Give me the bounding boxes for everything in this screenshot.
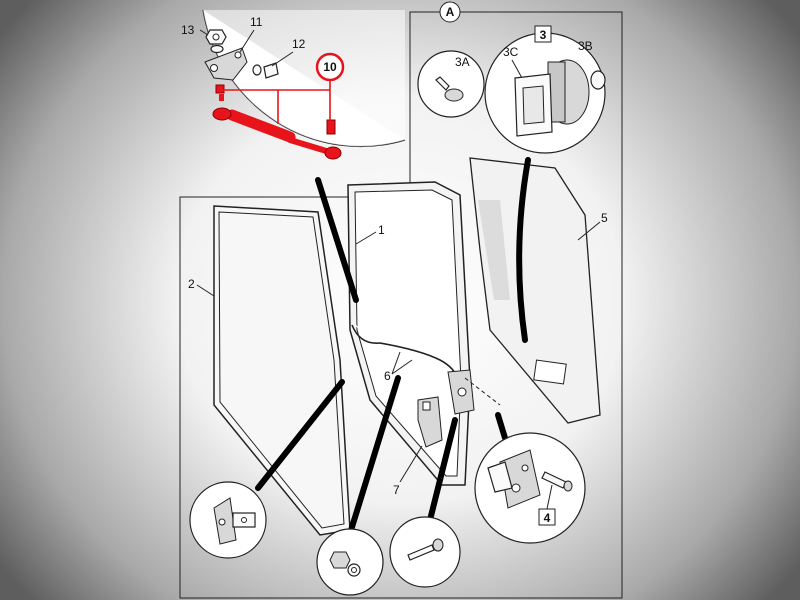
callout-3C: 3C	[503, 45, 519, 59]
callout-10: 10	[323, 60, 337, 74]
bolt-12	[263, 62, 279, 79]
glass-panel-2-inner	[218, 211, 345, 529]
leader-2	[196, 284, 215, 297]
callout-5: 5	[601, 211, 608, 225]
alignment-dashed	[464, 377, 501, 406]
callout-10-circle	[315, 52, 345, 82]
callout-2: 2	[188, 277, 195, 291]
door-cable	[351, 324, 459, 381]
washer-12	[252, 64, 262, 76]
leader-3C	[511, 59, 523, 79]
callout-A-circle	[439, 1, 461, 23]
leader-5	[577, 221, 601, 241]
door-frame-1-inner	[354, 189, 462, 477]
leader-7	[399, 445, 423, 483]
heavy-leader-bolt	[427, 417, 458, 523]
leader-6b	[391, 351, 401, 375]
callout-3: 3	[540, 28, 547, 42]
callout-7: 7	[393, 483, 400, 497]
washer-13	[210, 44, 224, 54]
key-3A	[435, 76, 464, 102]
leader-12	[271, 51, 294, 67]
door-lock-mechanism	[447, 369, 475, 415]
callout-3B: 3B	[578, 39, 593, 53]
door-cable-inner	[353, 321, 463, 379]
bracket-hole	[210, 64, 218, 72]
callout-A: A	[446, 5, 455, 19]
lock-housing-3	[544, 59, 590, 125]
callout-6: 6	[384, 369, 391, 383]
outer-panel-5	[469, 157, 601, 424]
heavy-leader-strut	[315, 177, 359, 303]
latch-7	[417, 396, 443, 448]
leader-11	[239, 29, 255, 53]
gas-strut-10	[212, 84, 342, 160]
leader-4	[546, 484, 553, 510]
bracket-hole-2	[234, 51, 242, 59]
heavy-leader-hinge	[255, 379, 345, 491]
strut-10-leader	[222, 78, 331, 124]
leader-1	[355, 231, 377, 245]
lock-plate-3C	[514, 73, 553, 137]
detail-circle-key	[417, 50, 485, 118]
nut-13-hole	[212, 33, 220, 41]
callout-3A: 3A	[455, 55, 470, 69]
heavy-leader-latch	[495, 412, 508, 441]
detail-circle-strut-fill	[203, 10, 405, 147]
hinge-detail	[213, 497, 256, 545]
heavy-leader-nut	[345, 375, 401, 543]
nut-washer-detail	[329, 551, 361, 577]
detail-circle-nut	[316, 528, 384, 596]
callout-11: 11	[250, 15, 263, 29]
outer-panel-5-shade	[478, 200, 510, 300]
heavy-leader-panel	[516, 157, 531, 343]
brand-badge	[533, 359, 567, 385]
callout-1: 1	[378, 223, 385, 237]
callout-3-box	[534, 25, 552, 43]
callout-4: 4	[544, 511, 551, 525]
bolt-detail	[407, 538, 444, 561]
leader-6a	[391, 359, 413, 375]
callout-12: 12	[292, 37, 306, 51]
latch-4-detail	[487, 449, 573, 509]
callout-13: 13	[181, 23, 195, 37]
leader-13	[199, 29, 209, 36]
lock-cylinder-3B	[590, 70, 606, 90]
